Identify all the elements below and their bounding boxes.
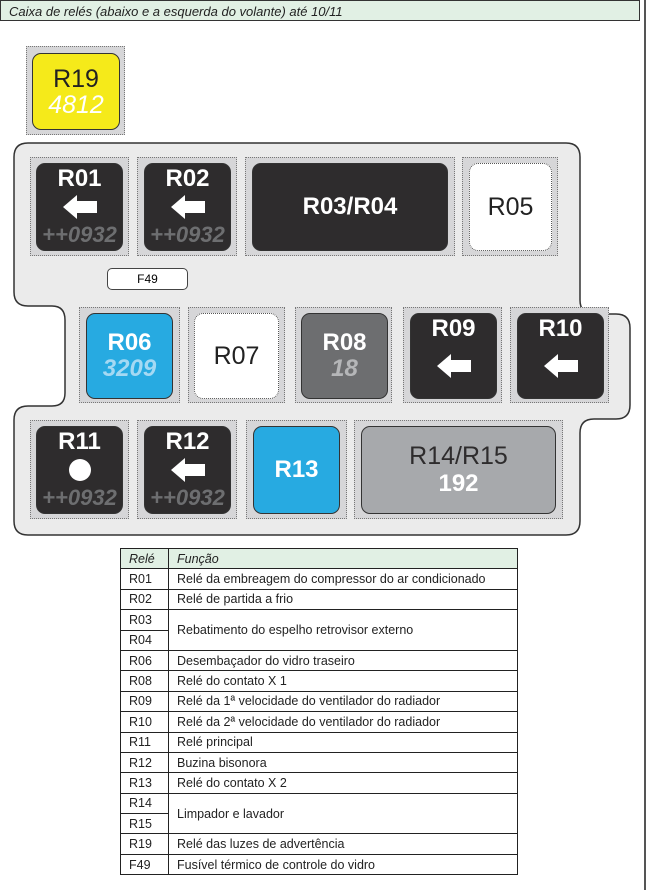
relay-function: Limpador e lavador <box>168 792 518 835</box>
relay-function: Relé da 1ª velocidade do ventilador do r… <box>168 690 518 713</box>
relay-r08[interactable]: R08 18 <box>301 313 388 399</box>
arrow-left-icon <box>436 354 471 378</box>
relay-function: Buzina bisonora <box>168 751 518 774</box>
relay-function: Relé da 2ª velocidade do ventilador do r… <box>168 711 518 733</box>
header-rele: Relé <box>120 547 169 570</box>
relay-function: Relé das luzes de advertência <box>168 833 518 855</box>
relay-id: R08 <box>120 670 169 692</box>
relay-code: ++0932 <box>150 222 225 247</box>
relay-function: Relé do contato X 2 <box>168 772 518 794</box>
relay-label: R02 <box>165 165 210 192</box>
diagram-title: Caixa de relés (abaixo e a esquerda do v… <box>0 0 640 21</box>
relay-r12[interactable]: R12 ++0932 <box>144 426 231 514</box>
relay-function: Relé do contato X 1 <box>168 670 518 692</box>
relay-r02[interactable]: R02 ++0932 <box>144 163 231 251</box>
relay-function: Desembaçador do vidro traseiro <box>168 649 518 672</box>
header-funcao: Função <box>168 547 518 570</box>
relay-id: R14 <box>120 792 169 815</box>
relay-id: R12 <box>120 751 169 774</box>
arrow-left-icon <box>62 195 97 219</box>
relay-r14-r15[interactable]: R14/R15 192 <box>361 426 556 514</box>
relay-label: R12 <box>165 428 210 455</box>
relay-label: R09 <box>431 315 476 342</box>
relay-function: Relé de partida a frio <box>168 588 518 611</box>
relay-id: R02 <box>120 588 169 611</box>
relay-label: R05 <box>487 193 534 221</box>
arrow-left-icon <box>170 195 205 219</box>
relay-code: 18 <box>331 355 358 382</box>
relay-id: R01 <box>120 568 169 590</box>
relay-r13[interactable]: R13 <box>253 426 340 514</box>
relay-id: R03 <box>120 609 169 631</box>
page-border <box>644 0 646 890</box>
relay-code: 3209 <box>102 355 157 382</box>
relay-label: R06 <box>107 329 152 356</box>
relay-label: R13 <box>274 456 319 483</box>
circle-icon <box>68 459 91 481</box>
relay-label: R11 <box>58 428 101 455</box>
relay-function: Fusível térmico de controle do vidro <box>168 853 518 876</box>
relay-r01[interactable]: R01 ++0932 <box>36 163 123 251</box>
relay-id: R19 <box>120 833 169 855</box>
relay-label: R07 <box>213 342 260 370</box>
relay-r10[interactable]: R10 <box>517 313 604 399</box>
relay-label: R19 <box>53 64 99 93</box>
relay-r09[interactable]: R09 <box>410 313 497 399</box>
fuse-f49[interactable]: F49 <box>107 268 188 290</box>
relay-function: Relé principal <box>168 731 518 753</box>
relay-label: R10 <box>538 315 583 342</box>
relay-r11[interactable]: R11 ++0932 <box>36 426 123 514</box>
relay-id: F49 <box>120 853 169 876</box>
relay-r03-r04[interactable]: R03/R04 <box>252 163 448 251</box>
relay-id: R11 <box>120 731 169 753</box>
relay-id: R04 <box>120 629 169 651</box>
relay-r07[interactable]: R07 <box>194 313 279 399</box>
arrow-left-icon <box>543 354 578 378</box>
relay-code: ++0932 <box>150 485 225 510</box>
relay-code: ++0932 <box>42 485 117 510</box>
relay-code: ++0932 <box>42 222 117 247</box>
relay-function: Relé da embreagem do compressor do ar co… <box>168 568 518 590</box>
relay-r05[interactable]: R05 <box>469 163 552 251</box>
relay-id: R13 <box>120 772 169 794</box>
relay-id: R06 <box>120 649 169 672</box>
relay-r06[interactable]: R06 3209 <box>86 313 173 399</box>
relay-label: R08 <box>322 329 367 356</box>
relay-label: R01 <box>57 165 102 192</box>
table-row: R04 <box>120 629 518 651</box>
relay-code: 192 <box>438 470 479 497</box>
arrow-left-icon <box>170 458 205 482</box>
relay-id: R15 <box>120 813 169 835</box>
relay-r19[interactable]: R19 4812 <box>32 53 120 130</box>
relay-label: R14/R15 <box>409 442 508 470</box>
relay-id: R10 <box>120 711 169 733</box>
table-header-row: Relé Função <box>120 547 518 570</box>
relay-code: 4812 <box>48 90 104 119</box>
relay-id: R09 <box>120 690 169 713</box>
relay-label: R03/R04 <box>302 193 398 220</box>
relay-function: Rebatimento do espelho retrovisor extern… <box>168 609 518 651</box>
